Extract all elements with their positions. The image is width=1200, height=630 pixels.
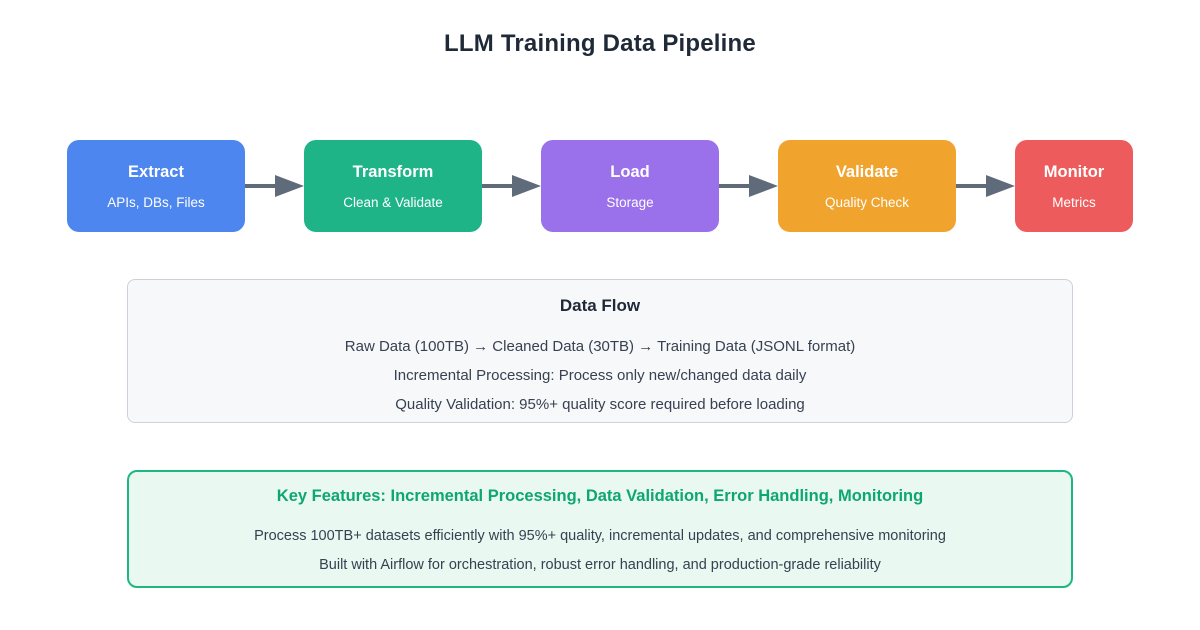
stage-title: Transform [352,162,434,181]
stage-title: Load [610,162,650,181]
stage-title: Monitor [1043,162,1105,181]
arrow-shaft [956,184,989,188]
stage-title: Validate [835,162,899,181]
data-flow-line: Incremental Processing: Process only new… [393,367,807,384]
data-flow-panel: Data Flow Raw Data (100TB) → Cleaned Dat… [127,279,1073,423]
arrow-right-icon [482,175,541,197]
stage-subtitle: APIs, DBs, Files [107,194,205,210]
arrow-head [986,175,1015,197]
stage-subtitle: Storage [606,194,654,210]
stage-title: Extract [128,162,184,181]
pipeline-stage-load: Load Storage [541,140,719,232]
data-flow-line: Quality Validation: 95%+ quality score r… [395,396,805,413]
arrow-shaft [482,184,515,188]
data-flow-title: Data Flow [559,296,641,315]
arrow-head [749,175,778,197]
key-features-line: Process 100TB+ datasets efficiently with… [254,528,946,544]
arrow-shaft [245,184,278,188]
stage-subtitle: Metrics [1052,194,1096,210]
pipeline-stage-transform: Transform Clean & Validate [304,140,482,232]
arrow-head [275,175,304,197]
key-features-line: Built with Airflow for orchestration, ro… [319,557,881,573]
pipeline-flowchart: Extract APIs, DBs, Files Transform Clean… [67,140,1133,232]
stage-subtitle: Clean & Validate [343,194,443,210]
arrow-shaft [719,184,752,188]
key-features-panel: Key Features: Incremental Processing, Da… [127,470,1073,588]
stage-subtitle: Quality Check [824,194,910,210]
arrow-head [512,175,541,197]
key-features-lines: Process 100TB+ datasets efficiently with… [129,522,1071,580]
page-title: LLM Training Data Pipeline [444,30,756,57]
arrow-right-icon [956,175,1015,197]
data-flow-lines: Raw Data (100TB) → Cleaned Data (30TB) →… [128,332,1072,419]
data-flow-line: Raw Data (100TB) → Cleaned Data (30TB) →… [344,338,856,355]
key-features-title: Key Features: Incremental Processing, Da… [276,487,924,505]
pipeline-stage-monitor: Monitor Metrics [1015,140,1133,232]
arrow-right-icon [719,175,778,197]
pipeline-stage-extract: Extract APIs, DBs, Files [67,140,245,232]
pipeline-stage-validate: Validate Quality Check [778,140,956,232]
arrow-right-icon [245,175,304,197]
